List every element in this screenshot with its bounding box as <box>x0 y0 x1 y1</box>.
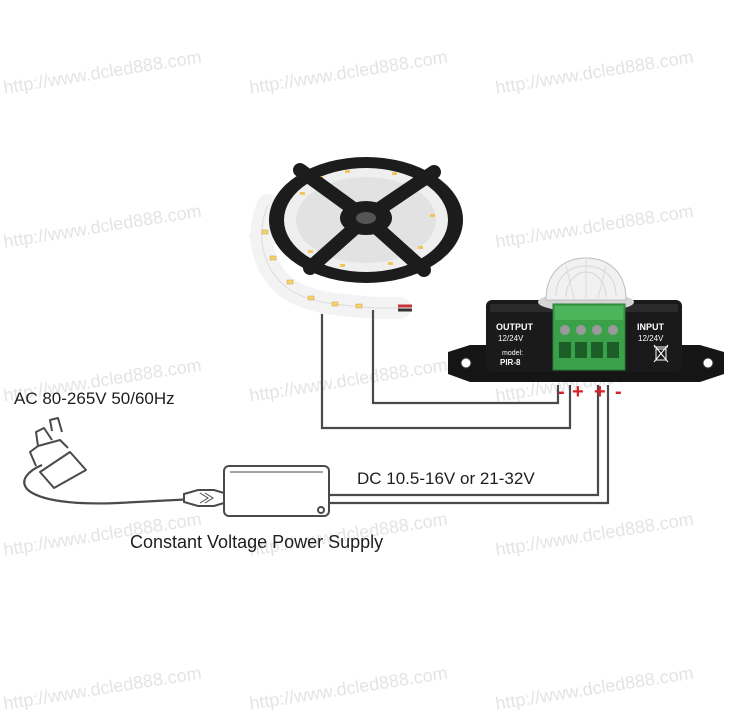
ac-input-label: AC 80-265V 50/60Hz <box>14 389 175 408</box>
terminal-output-positive: + <box>572 381 584 403</box>
model-label: model: <box>502 350 523 357</box>
model-name: PIR-8 <box>500 358 521 367</box>
terminal-output-negative: - <box>558 381 565 403</box>
led-strip-reel <box>250 157 463 319</box>
wires <box>23 310 610 505</box>
output-label: OUTPUT <box>496 322 534 332</box>
power-supply <box>183 465 330 517</box>
input-voltage: 12/24V <box>638 334 664 343</box>
dc-output-label: DC 10.5-16V or 21-32V <box>357 469 535 488</box>
ac-plug <box>29 417 87 489</box>
power-supply-label: Constant Voltage Power Supply <box>130 532 384 552</box>
terminal-input-negative: - <box>615 381 622 403</box>
terminal-input-positive: + <box>594 381 606 403</box>
output-voltage: 12/24V <box>498 334 524 343</box>
pir-controller: OUTPUT 12/24V model: PIR-8 INPUT 12/24V <box>448 257 724 382</box>
input-label: INPUT <box>637 322 665 332</box>
weee-bin-icon <box>653 344 669 363</box>
